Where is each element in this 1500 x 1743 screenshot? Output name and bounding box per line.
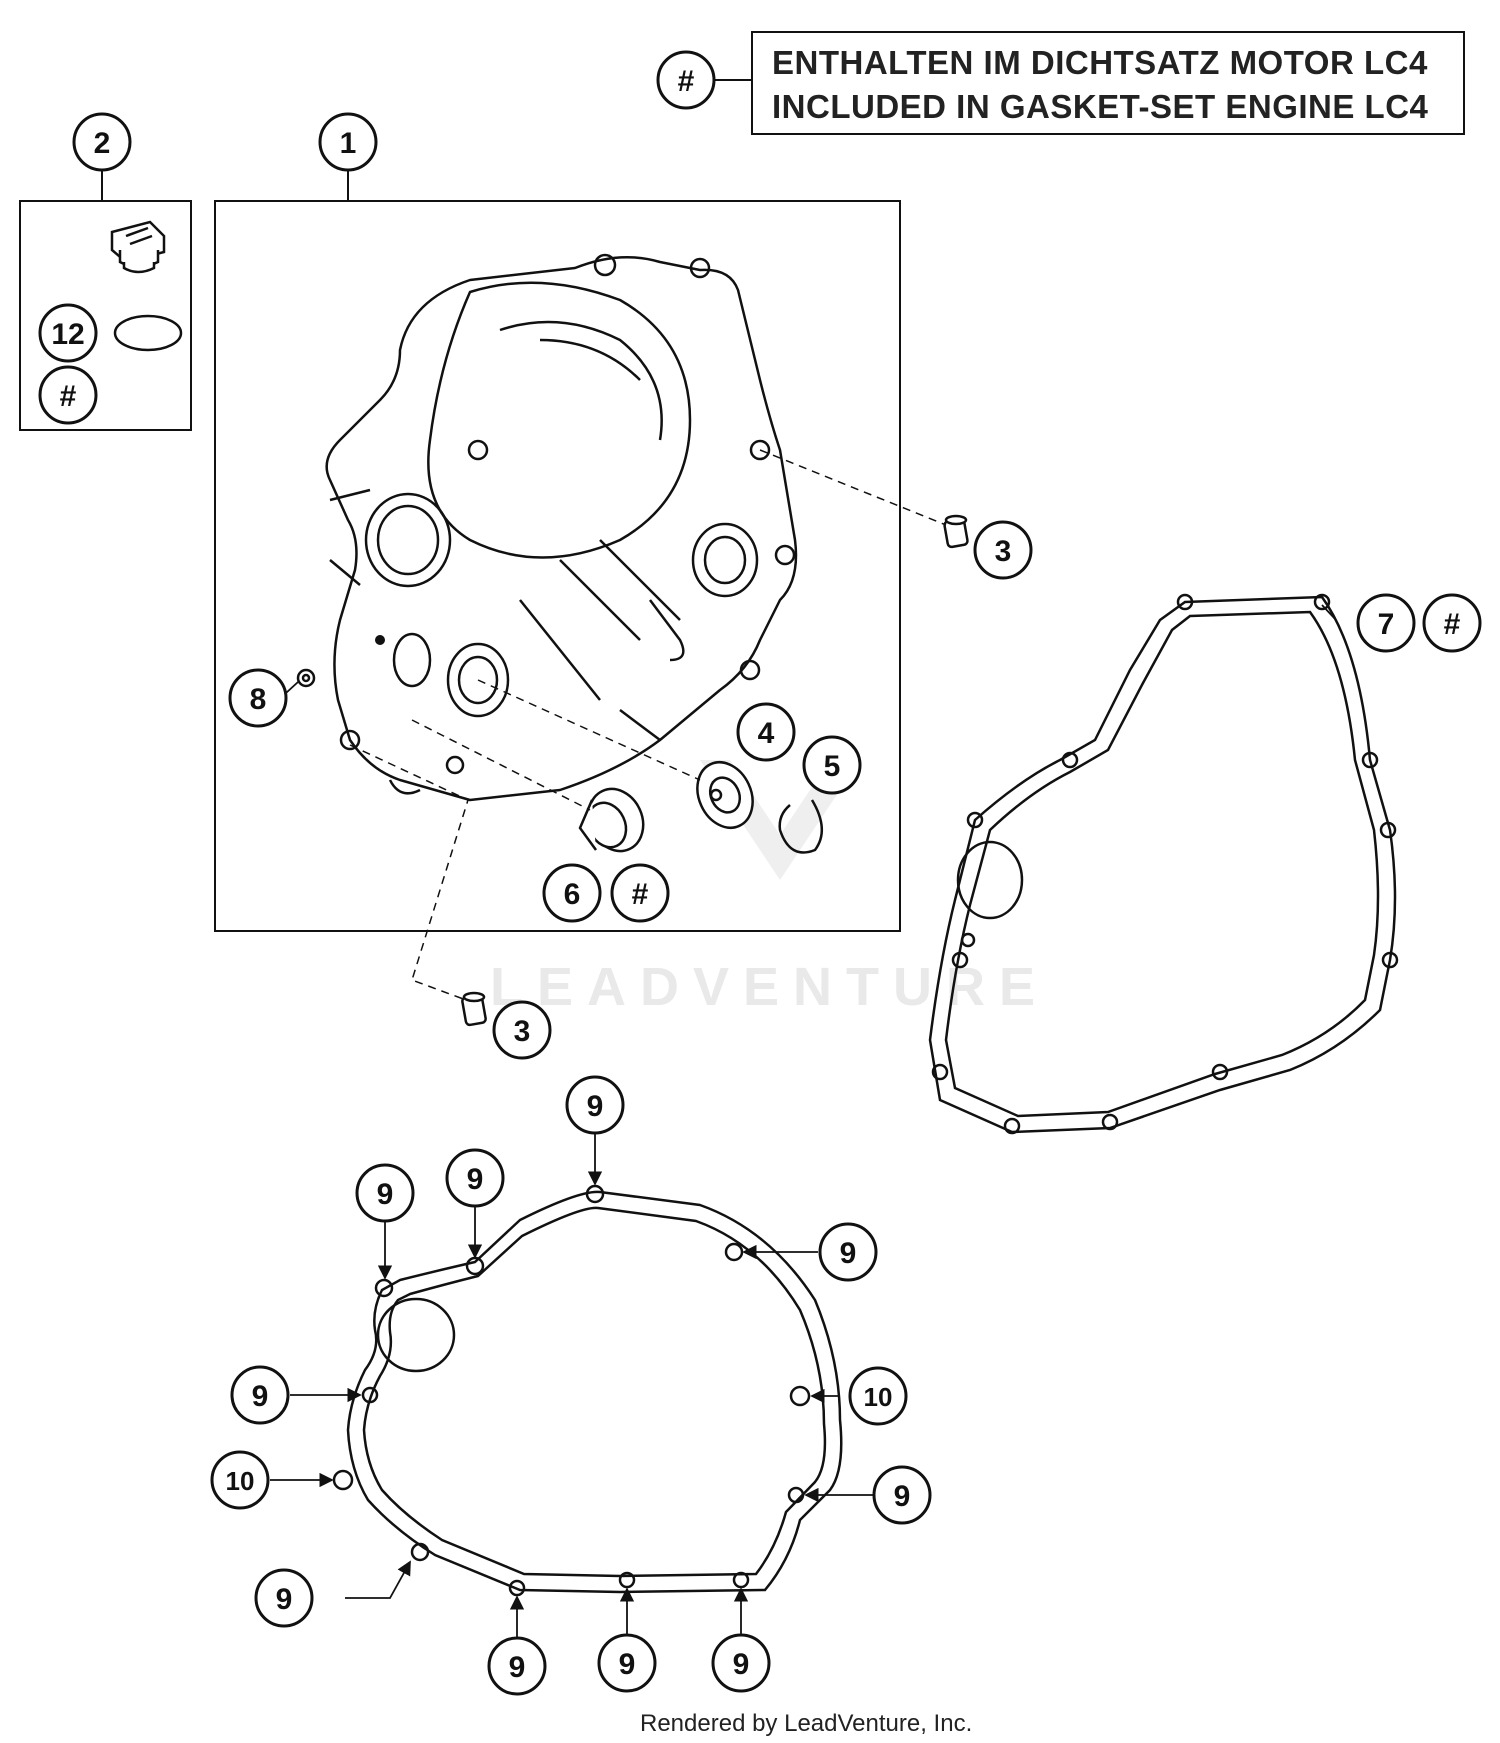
plug-part-8-icon bbox=[296, 668, 316, 688]
callout-9-upper-right: 9 bbox=[818, 1222, 878, 1282]
callout-4: 4 bbox=[736, 702, 796, 762]
svg-text:#: # bbox=[632, 878, 649, 911]
svg-text:4: 4 bbox=[758, 717, 775, 750]
callout-12-gasket-symbol: # bbox=[38, 365, 98, 425]
part-1-frame bbox=[214, 200, 901, 932]
callout-6: 6 bbox=[542, 863, 602, 923]
callout-10-right: 10 bbox=[848, 1366, 908, 1426]
oil-filler-plug-icon bbox=[110, 220, 166, 274]
svg-text:8: 8 bbox=[250, 683, 267, 716]
callout-7-gasket-symbol: # bbox=[1422, 593, 1482, 653]
svg-text:6: 6 bbox=[564, 878, 581, 911]
svg-text:#: # bbox=[1444, 608, 1461, 641]
part-2-frame bbox=[19, 200, 192, 431]
svg-text:9: 9 bbox=[619, 1648, 636, 1681]
dowel-pin-upper-icon bbox=[943, 514, 969, 549]
callout-8: 8 bbox=[228, 668, 288, 728]
legend: # ENTHALTEN IM DICHTSATZ MOTOR LC4 INCLU… bbox=[656, 31, 1465, 135]
svg-text:9: 9 bbox=[587, 1090, 604, 1123]
legend-box bbox=[751, 31, 1465, 135]
callout-9-bottom-3: 9 bbox=[711, 1633, 771, 1693]
svg-text:9: 9 bbox=[840, 1237, 857, 1270]
svg-text:9: 9 bbox=[509, 1651, 526, 1684]
callout-9-bottom-2: 9 bbox=[597, 1633, 657, 1693]
callout-5: 5 bbox=[802, 735, 862, 795]
callout-10-left: 10 bbox=[210, 1450, 270, 1510]
callout-12: 12 bbox=[38, 303, 98, 363]
callout-3-lower: 3 bbox=[492, 1000, 552, 1060]
legend-line-2: INCLUDED IN GASKET-SET ENGINE LC4 bbox=[772, 88, 1429, 125]
callout-3-upper: 3 bbox=[973, 520, 1033, 580]
bearing-part-4-icon bbox=[696, 761, 754, 829]
svg-text:9: 9 bbox=[467, 1163, 484, 1196]
callout-leaders bbox=[285, 604, 1337, 694]
callout-7: 7 bbox=[1356, 593, 1416, 653]
circlip-part-5-icon bbox=[778, 799, 823, 854]
svg-text:9: 9 bbox=[252, 1380, 269, 1413]
callout-9-bottom-1: 9 bbox=[487, 1636, 547, 1696]
svg-text:7: 7 bbox=[1378, 608, 1395, 641]
clutch-cover-drawing bbox=[325, 253, 798, 802]
legend-symbol: # bbox=[678, 65, 695, 98]
callout-1: 1 bbox=[318, 112, 378, 172]
svg-text:9: 9 bbox=[733, 1648, 750, 1681]
footer-credit: Rendered by LeadVenture, Inc. bbox=[640, 1710, 972, 1737]
svg-text:10: 10 bbox=[864, 1382, 893, 1412]
gasket-callout-arrows bbox=[270, 1133, 880, 1638]
callout-9-upper-mid: 9 bbox=[445, 1148, 505, 1208]
callout-9-lower-left: 9 bbox=[254, 1568, 314, 1628]
gasket-bottom-icon bbox=[332, 1184, 843, 1597]
svg-text:9: 9 bbox=[276, 1583, 293, 1616]
svg-text:10: 10 bbox=[226, 1466, 255, 1496]
svg-text:5: 5 bbox=[824, 750, 841, 783]
o-ring-icon bbox=[113, 314, 183, 352]
svg-text:9: 9 bbox=[894, 1480, 911, 1513]
watermark-text: LEADVENTURE bbox=[490, 957, 1049, 1017]
svg-text:2: 2 bbox=[94, 127, 111, 160]
callout-9-left: 9 bbox=[230, 1365, 290, 1425]
svg-text:9: 9 bbox=[377, 1178, 394, 1211]
svg-text:3: 3 bbox=[995, 535, 1012, 568]
callout-6-gasket-symbol: # bbox=[610, 863, 670, 923]
gasket-part-7-icon bbox=[928, 593, 1399, 1135]
part-1-group bbox=[214, 170, 901, 932]
svg-text:3: 3 bbox=[514, 1015, 531, 1048]
svg-text:#: # bbox=[60, 380, 77, 413]
part-2-group bbox=[19, 170, 192, 431]
callout-9-far-left: 9 bbox=[0, 0, 17, 7]
svg-text:1: 1 bbox=[340, 127, 357, 160]
dowel-pin-lower-icon bbox=[461, 991, 487, 1027]
legend-line-1: ENTHALTEN IM DICHTSATZ MOTOR LC4 bbox=[772, 44, 1428, 81]
callout-2: 2 bbox=[72, 112, 132, 172]
shaft-seal-part-6-icon bbox=[578, 787, 645, 853]
callout-9-mid-right: 9 bbox=[872, 1465, 932, 1525]
callout-9-top: 9 bbox=[565, 1075, 625, 1135]
svg-text:12: 12 bbox=[51, 318, 84, 351]
callout-9-upper-left: 9 bbox=[355, 1163, 415, 1223]
